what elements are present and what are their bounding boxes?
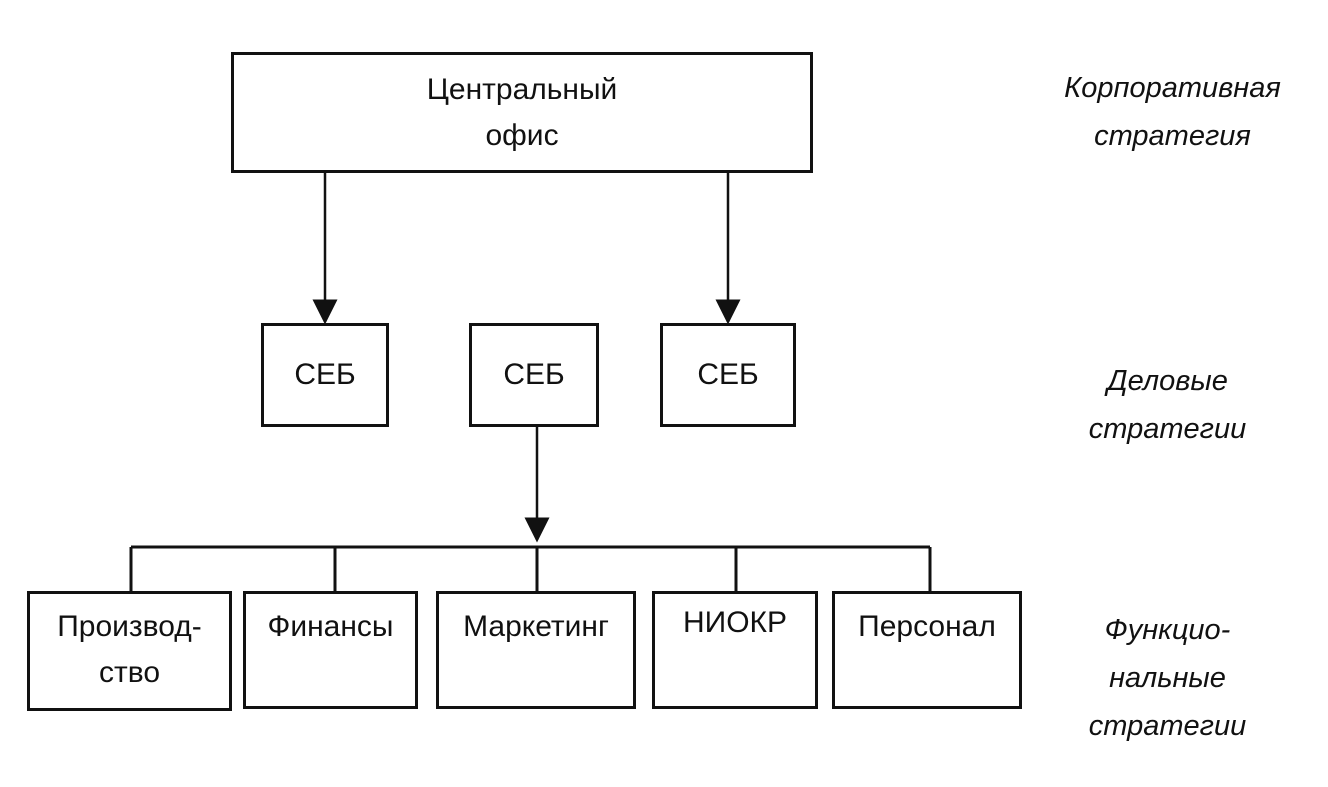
level-label-corporate: Корпоративная стратегия <box>1030 64 1315 160</box>
central-office-line1: Центральный <box>426 72 618 106</box>
level-label-line2: нальные <box>1109 662 1226 694</box>
function-box-finance: Финансы <box>243 591 418 709</box>
function-label-line1: НИОКР <box>682 606 788 639</box>
level-label-line2: стратегия <box>1094 120 1251 152</box>
level-label-line3: стратегии <box>1088 710 1247 742</box>
function-label-line1: Персонал <box>858 610 996 643</box>
business-unit-label: СЕБ <box>503 358 565 391</box>
level-label-business: Деловые стратегии <box>1055 357 1280 453</box>
function-label-line1: Маркетинг <box>463 610 609 643</box>
business-unit-label: СЕБ <box>697 358 759 391</box>
function-box-production: Производ- ство <box>27 591 232 711</box>
level-label-line1: Деловые <box>1107 365 1228 397</box>
level-label-line2: стратегии <box>1088 413 1247 445</box>
function-label-line1: Производ- <box>57 610 202 643</box>
function-box-rnd: НИОКР <box>652 591 818 709</box>
level-label-functional: Функцио- нальные стратегии <box>1055 606 1280 750</box>
business-unit-label: СЕБ <box>294 358 356 391</box>
business-unit-box-1: СЕБ <box>261 323 389 427</box>
function-box-marketing: Маркетинг <box>436 591 636 709</box>
central-office-box: Центральный офис <box>231 52 813 173</box>
business-unit-box-2: СЕБ <box>469 323 599 427</box>
level-label-line1: Корпоративная <box>1064 72 1281 104</box>
central-office-line2: офис <box>485 118 559 152</box>
level-label-line1: Функцио- <box>1104 614 1231 646</box>
business-unit-box-3: СЕБ <box>660 323 796 427</box>
function-label-line1: Финансы <box>267 610 394 643</box>
function-box-personnel: Персонал <box>832 591 1022 709</box>
function-label-line2: ство <box>98 656 161 689</box>
